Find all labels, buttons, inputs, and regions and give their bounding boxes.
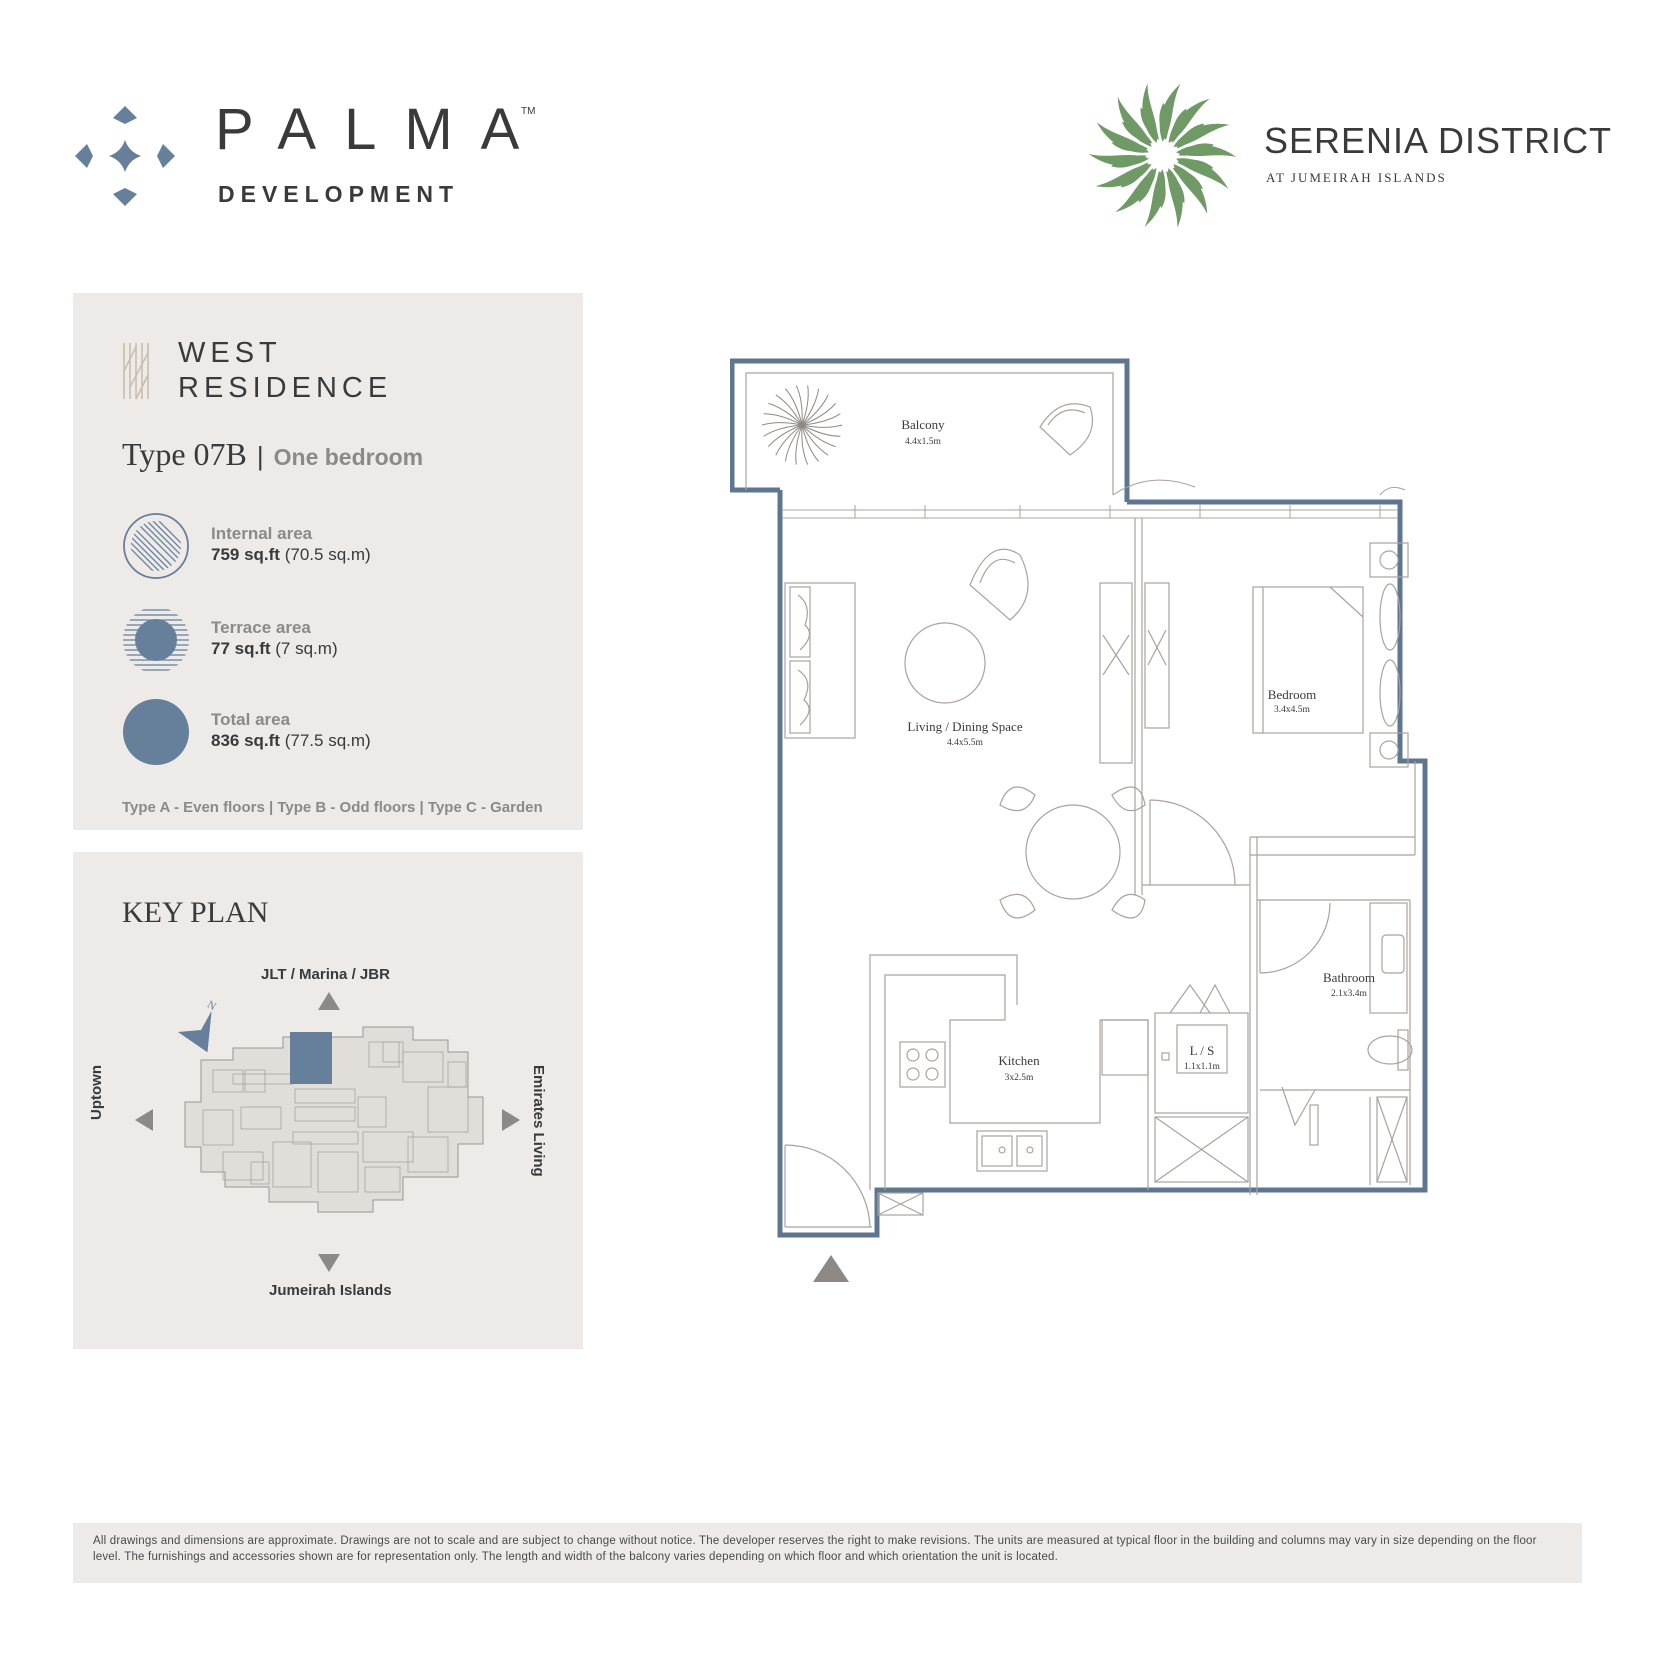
project-name: SERENIA DISTRICT [1264, 120, 1613, 161]
plant-leaf [801, 424, 836, 448]
plant-leaf [775, 394, 803, 426]
room-living-dim: 4.4x5.5m [947, 738, 984, 748]
total-area-label: Total area [211, 710, 291, 729]
plant-icon [761, 385, 843, 465]
disclaimer-box: All drawings and dimensions are approxim… [73, 1523, 1582, 1583]
room-kitchen-name: Kitchen [998, 1053, 1040, 1068]
floor-plan: Balcony 4.4x1.5m Living / Dining Space 4… [729, 355, 1470, 1295]
plant-leaf [775, 424, 803, 456]
leaf-shape [1140, 107, 1159, 141]
leaf-shape [1176, 159, 1214, 170]
plant-leaf [761, 422, 803, 426]
leaf-shape [1120, 162, 1149, 188]
leaf-shape [1171, 108, 1187, 143]
plant-leaf [768, 402, 803, 426]
type-separator: | [256, 441, 264, 471]
leaf-shape [1178, 143, 1215, 156]
exterior-walls [729, 358, 1428, 1238]
leaf-shape [1159, 102, 1169, 140]
plant-leaf [801, 385, 809, 426]
terrace-area-label: Terrace area [211, 618, 311, 637]
key-plan-title: KEY PLAN [122, 896, 269, 929]
plant-leaf [763, 413, 803, 426]
terrace-area-value: 77 sq.ft (7 sq.m) [211, 639, 338, 658]
building-name-line2: RESIDENCE [178, 372, 393, 404]
total-area-icon [122, 698, 190, 766]
plant-leaf [795, 385, 803, 426]
leaf-shape [1156, 171, 1166, 209]
plant-leaf [763, 424, 803, 437]
plant-leaf [767, 424, 803, 447]
plant-leaf [801, 424, 809, 465]
trademark-mark: TM [521, 106, 536, 117]
plant-leaf [785, 388, 803, 426]
arrow-up-icon [318, 992, 340, 1010]
unit-type-line: Type 07B | One bedroom [122, 436, 423, 473]
unit-type: Type 07B [122, 436, 247, 472]
leaf-shape [1138, 168, 1154, 203]
leaf-shape [1166, 170, 1185, 204]
room-ls-name: L / S [1190, 1043, 1215, 1058]
developer-sub: DEVELOPMENT [218, 181, 460, 207]
developer-name: PALMA [215, 97, 548, 162]
project-sub: AT JUMEIRAH ISLANDS [1266, 170, 1447, 185]
arrow-left-icon [135, 1109, 153, 1131]
internal-area-value: 759 sq.ft (70.5 sq.m) [211, 545, 371, 564]
palma-logo [73, 104, 177, 208]
leaf-shape [1122, 121, 1153, 144]
plant-leaf [801, 413, 841, 426]
disclaimer-text: All drawings and dimensions are approxim… [93, 1535, 1537, 1563]
leaf-shape [1176, 123, 1205, 149]
room-ls-dim: 1.1x1.1m [1184, 1062, 1221, 1072]
arrow-down-icon [318, 1254, 340, 1272]
room-bathroom-dim: 2.1x3.4m [1331, 989, 1368, 999]
leaf-shape [1111, 141, 1149, 152]
room-bedroom-name: Bedroom [1268, 687, 1316, 702]
entrance-arrow-icon [813, 1255, 849, 1282]
key-plan-graphic: N [73, 852, 583, 1349]
building-name-line1: WEST [178, 337, 282, 369]
plant-leaf [801, 424, 843, 428]
arrow-right-icon [502, 1109, 520, 1131]
total-area-value: 836 sq.ft (77.5 sq.m) [211, 731, 371, 750]
room-bedroom-dim: 3.4x4.5m [1274, 705, 1311, 715]
building-name: WEST RESIDENCE [178, 336, 392, 406]
room-balcony-name: Balcony [901, 417, 945, 432]
leaf-shape [1110, 155, 1147, 168]
internal-area-label: Internal area [211, 524, 313, 543]
room-bathroom-name: Bathroom [1323, 970, 1375, 985]
plant-leaf [801, 424, 819, 462]
serenia-logo [1085, 78, 1240, 233]
direction-north-label: JLT / Marina / JBR [261, 966, 390, 983]
highlighted-unit [290, 1032, 332, 1084]
plant-leaf [801, 424, 841, 437]
leaf-rosette-icon [1088, 83, 1237, 228]
leaf-shape [1172, 167, 1203, 190]
internal-area-icon [122, 512, 190, 580]
room-kitchen-dim: 3x2.5m [1005, 1073, 1034, 1083]
direction-south-label: Jumeirah Islands [269, 1282, 392, 1299]
plant-leaf [784, 424, 803, 462]
plant-leaf [801, 394, 829, 426]
plant-leaf [795, 424, 803, 465]
plant-leaf [801, 424, 829, 456]
terrace-area-icon [122, 606, 190, 674]
compass-icon: N [178, 999, 218, 1053]
building-footprint [184, 1026, 484, 1213]
plant-leaf [801, 403, 837, 426]
room-living-name: Living / Dining Space [907, 719, 1022, 734]
compass-north-label: N [205, 999, 218, 1013]
building-logo-icon [122, 341, 150, 401]
bedroom-count: One bedroom [273, 444, 424, 470]
room-balcony-dim: 4.4x1.5m [905, 437, 942, 447]
plant-leaf [801, 388, 820, 426]
types-note: Type A - Even floors | Type B - Odd floo… [122, 799, 543, 816]
palma-diamond-icon [75, 106, 175, 206]
